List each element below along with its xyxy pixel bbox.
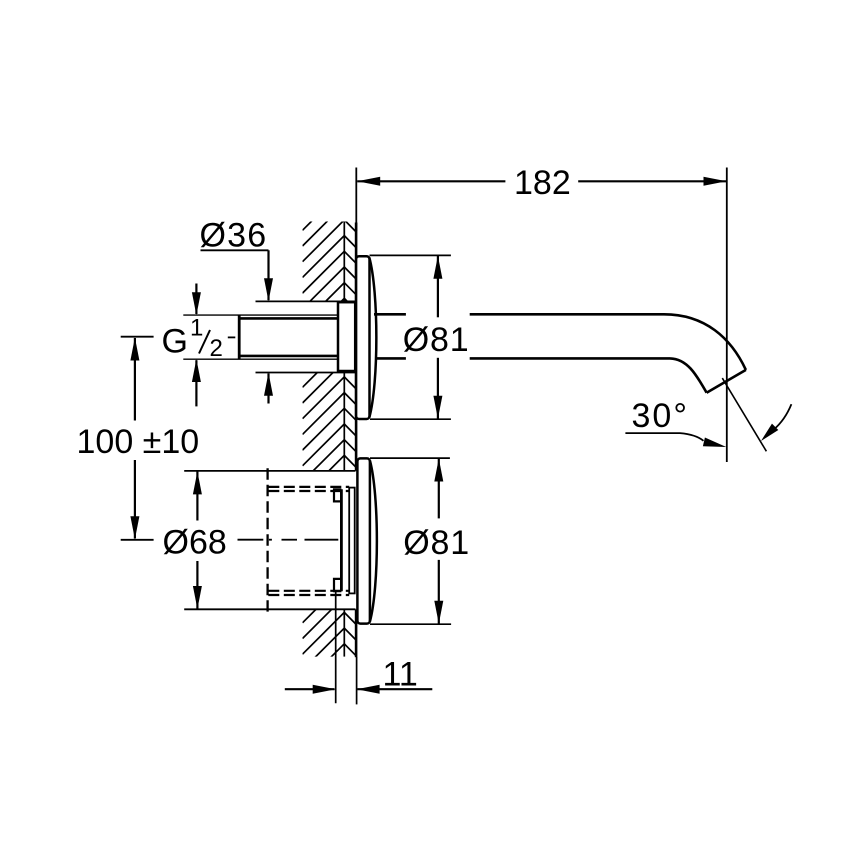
- svg-text:100 ±10: 100 ±10: [77, 423, 200, 461]
- svg-text:Ø68: Ø68: [163, 524, 227, 562]
- svg-text:2: 2: [210, 335, 223, 362]
- svg-text:30°: 30°: [632, 397, 689, 435]
- svg-text:G: G: [162, 322, 188, 360]
- svg-text:182: 182: [514, 164, 571, 202]
- svg-text:Ø36: Ø36: [200, 217, 268, 255]
- svg-text:1: 1: [190, 315, 203, 342]
- svg-text:Ø81: Ø81: [403, 321, 470, 359]
- svg-text:11: 11: [383, 655, 418, 693]
- svg-text:Ø81: Ø81: [403, 524, 470, 562]
